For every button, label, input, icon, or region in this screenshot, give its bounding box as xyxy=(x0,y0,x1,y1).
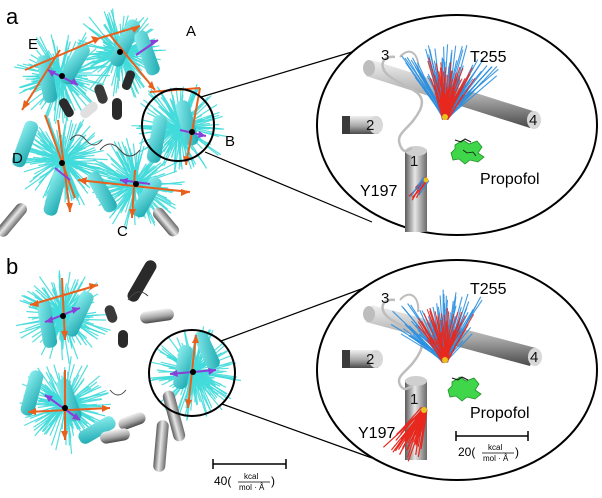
panel-b-scale-denominator: mol · Å xyxy=(239,483,265,492)
subunit-label-c: C xyxy=(117,223,128,240)
panel-b-inset-scale-suffix: ) xyxy=(515,445,519,459)
panel-b-subunit-centers xyxy=(60,313,196,411)
subunit-label-d: D xyxy=(12,150,23,167)
panel-a: a xyxy=(0,4,598,240)
panel-a-label: a xyxy=(6,4,19,29)
panel-b-inset-y197-vectors xyxy=(382,406,428,462)
panel-a-zoom-line-bottom xyxy=(204,151,373,223)
panel-a-inset-t255-vectors xyxy=(401,44,499,121)
subunit-label-a: A xyxy=(186,23,196,40)
panel-b-inset-helix-label-3: 3 xyxy=(381,290,389,307)
panel-a-inset-propofol-label: Propofol xyxy=(480,171,540,188)
panel-b-zoom-line-top xyxy=(220,284,373,342)
panel-b-inset-scale-prefix: 20( xyxy=(458,445,475,459)
panel-b-inset: 3 2 1 4 T255 Y197 Propofol 20( kcal mol … xyxy=(316,259,598,481)
panel-b-inset-t255-label: T255 xyxy=(470,281,507,298)
panel-a-inset-helix-label-1: 1 xyxy=(410,153,418,170)
panel-a-orange-vectors xyxy=(21,25,201,219)
subunit-label-b: B xyxy=(225,133,235,150)
panel-a-inset-y197-vectors xyxy=(408,176,430,201)
panel-b-inset-t255-vectors xyxy=(390,289,483,364)
panel-a-inset: 3 2 1 4 T255 Y197 Propofol xyxy=(316,14,598,236)
panel-a-zoom-circle xyxy=(141,88,215,162)
panel-b-scale-suffix: ) xyxy=(271,474,275,488)
panel-a-inset-helix-label-3: 3 xyxy=(381,47,389,64)
panel-b-inset-scale-numerator: kcal xyxy=(488,443,502,452)
panel-b-inset-scale-bar: 20( kcal mol · Å ) xyxy=(455,431,529,463)
panel-b-scale-prefix: 40( xyxy=(214,474,231,488)
panel-a-inset-t255-label: T255 xyxy=(470,49,507,66)
panel-a-inset-propofol xyxy=(450,138,485,165)
panel-b-scale-bar: 40( kcal mol · Å ) xyxy=(212,459,287,492)
panel-a-helices xyxy=(0,19,199,237)
panel-a-inset-helix-label-4: 4 xyxy=(529,112,537,129)
panel-b-inset-helix-label-4: 4 xyxy=(530,349,538,366)
panel-b-inset-y197-label: Y197 xyxy=(358,425,395,442)
panel-a-inset-y197-label: Y197 xyxy=(360,183,397,200)
panel-b-inset-helix-label-1: 1 xyxy=(410,391,418,408)
panel-b-inset-propofol xyxy=(447,376,482,402)
panel-a-zoom-line-top xyxy=(200,45,373,98)
panel-a-inset-helix-label-2: 2 xyxy=(366,117,374,134)
panel-b-helices xyxy=(20,260,220,472)
panel-b-inset-helix-label-2: 2 xyxy=(366,351,374,368)
panel-b-zoom-line-bottom xyxy=(221,403,373,459)
panel-b-zoom-circle xyxy=(148,329,236,417)
panel-b-inset-ellipse xyxy=(316,259,598,481)
panel-b-inset-scale-denominator: mol · Å xyxy=(483,454,509,463)
panel-a-purple-vectors xyxy=(47,39,207,185)
subunit-label-e: E xyxy=(28,36,38,53)
panel-b-label: b xyxy=(6,254,18,279)
panel-b-orange-vectors xyxy=(27,277,199,440)
panel-b-inset-propofol-label: Propofol xyxy=(470,405,530,422)
panel-b-scale-numerator: kcal xyxy=(244,472,258,481)
panel-a-subunit-centers xyxy=(59,49,195,187)
panel-b: b xyxy=(6,254,598,492)
